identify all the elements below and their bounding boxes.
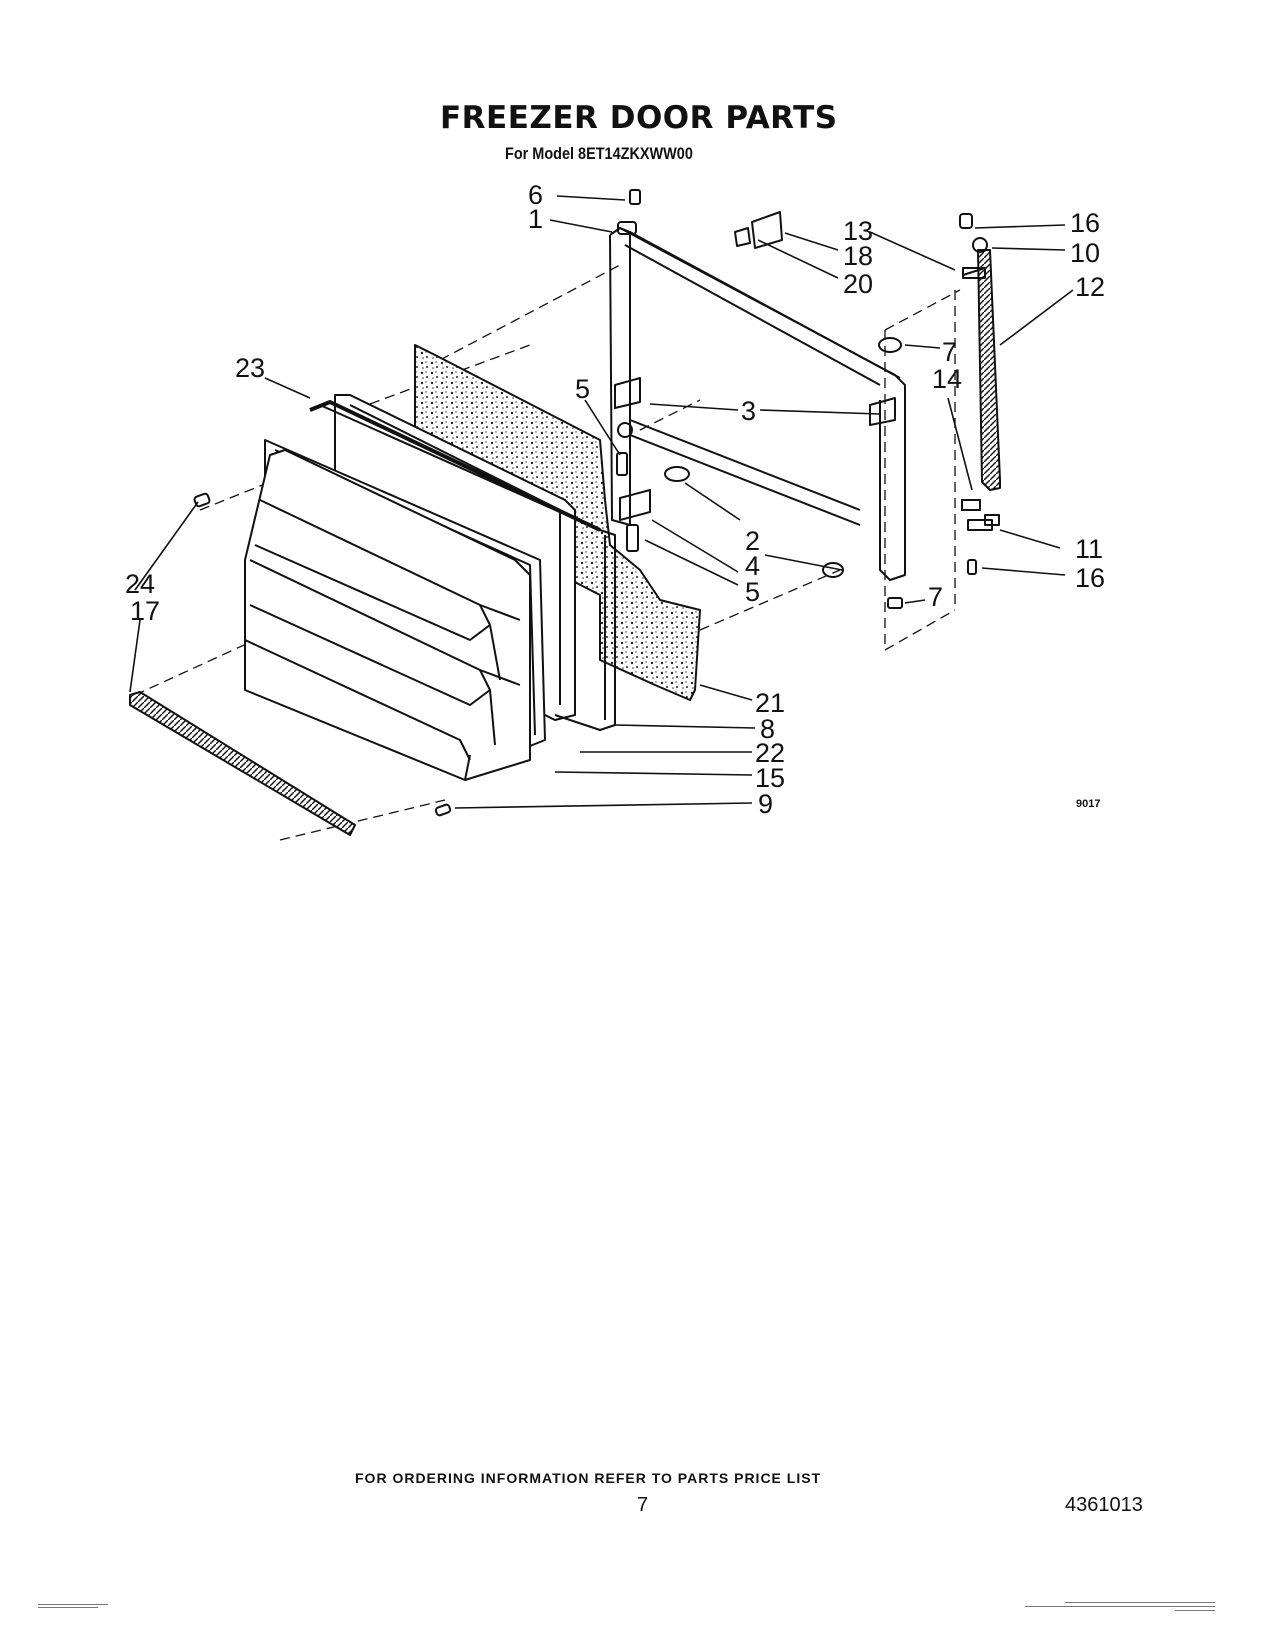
callout-16: 16 (1075, 563, 1105, 593)
door-frame (609, 221, 906, 581)
callout-9: 9 (758, 789, 773, 819)
door-shell (244, 449, 531, 781)
door-handle (959, 213, 1001, 575)
callout-18: 18 (843, 241, 873, 271)
label-tags (734, 211, 783, 249)
ordering-note: FOR ORDERING INFORMATION REFER TO PARTS … (355, 1470, 822, 1486)
fine-print-left (38, 1604, 108, 1608)
callout-7: 7 (942, 337, 957, 367)
alignment-lines (134, 264, 961, 841)
screws (193, 189, 903, 817)
callout-11: 11 (1075, 534, 1103, 564)
callout-5: 5 (745, 577, 760, 607)
callout-1: 1 (528, 204, 543, 234)
callout-12: 12 (1075, 272, 1105, 302)
hinge-brackets (614, 377, 896, 438)
callout-numbers: 6 1 13 18 20 16 10 12 7 14 23 5 3 2 4 5 … (125, 180, 1105, 819)
document-number: 4361013 (1065, 1494, 1143, 1516)
callout-8: 8 (760, 714, 775, 744)
callout-2: 2 (745, 526, 760, 556)
model-subtitle: For Model 8ET14ZKXWW00 (505, 144, 693, 163)
callout-5: 5 (575, 374, 590, 404)
callout-6: 6 (528, 180, 543, 210)
callout-15: 15 (755, 763, 785, 793)
callout-20: 20 (843, 269, 873, 299)
callout-4: 4 (745, 551, 760, 581)
callout-14: 14 (932, 364, 962, 394)
page-number: 7 (637, 1494, 649, 1516)
callout-21: 21 (755, 688, 785, 718)
page-title: FREEZER DOOR PARTS (440, 100, 838, 136)
leader-lines (129, 195, 1074, 809)
callout-3: 3 (741, 396, 756, 426)
callout-17: 17 (130, 596, 160, 626)
drawing-code: 9017 (1076, 798, 1101, 810)
callout-22: 22 (755, 738, 785, 768)
callout-13: 13 (843, 216, 873, 246)
callout-24: 24 (125, 569, 155, 599)
callout-23: 23 (235, 353, 265, 383)
door-trim-strip (129, 691, 356, 836)
callout-7: 7 (928, 582, 943, 612)
exploded-parts-diagram: 6 1 13 18 20 16 10 12 7 14 23 5 3 2 4 5 … (125, 180, 1105, 841)
callout-16: 16 (1070, 208, 1100, 238)
fine-print-right (1025, 1602, 1215, 1611)
callout-10: 10 (1070, 238, 1100, 268)
